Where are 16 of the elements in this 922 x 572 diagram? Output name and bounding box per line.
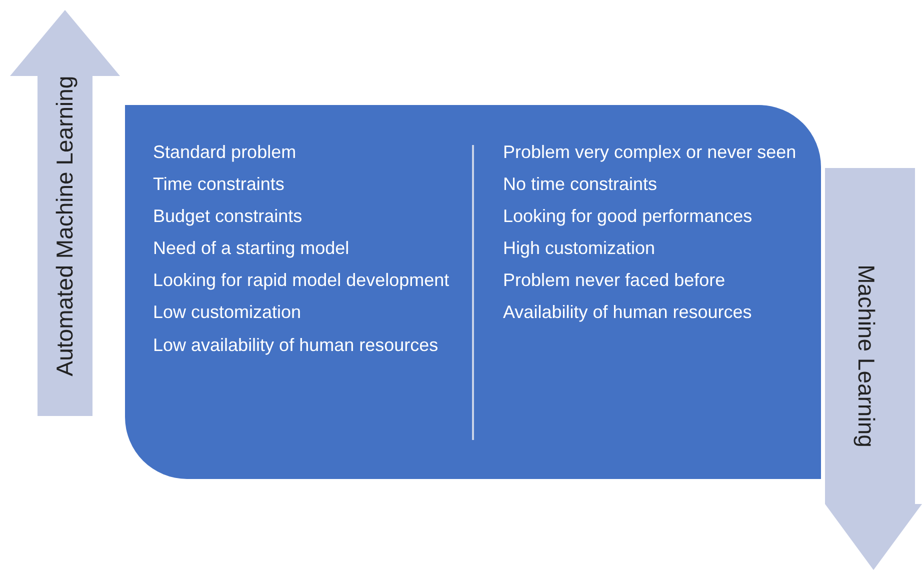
list-item: High customization: [503, 237, 656, 260]
arrow-label: Machine Learning: [854, 264, 878, 448]
list-item: Problem very complex or never seen: [503, 141, 798, 164]
list-item: Availability of human resources: [503, 301, 753, 324]
list-item: Looking for good performances: [503, 205, 754, 228]
panel: [125, 105, 821, 479]
list-item: Time constraints: [153, 173, 286, 196]
list-item: Problem never faced before: [503, 269, 726, 292]
arrow-label: Automated Machine Learning: [54, 76, 76, 376]
list-item: No time constraints: [503, 173, 658, 196]
list-item: Low availability of human resources: [153, 334, 440, 357]
list-item: Low customization: [153, 301, 302, 324]
list-item: Budget constraints: [153, 205, 304, 228]
list-item: Looking for rapid model development: [153, 269, 450, 292]
list-item: Need of a starting model: [153, 237, 350, 260]
list-item: Standard problem: [153, 141, 298, 164]
